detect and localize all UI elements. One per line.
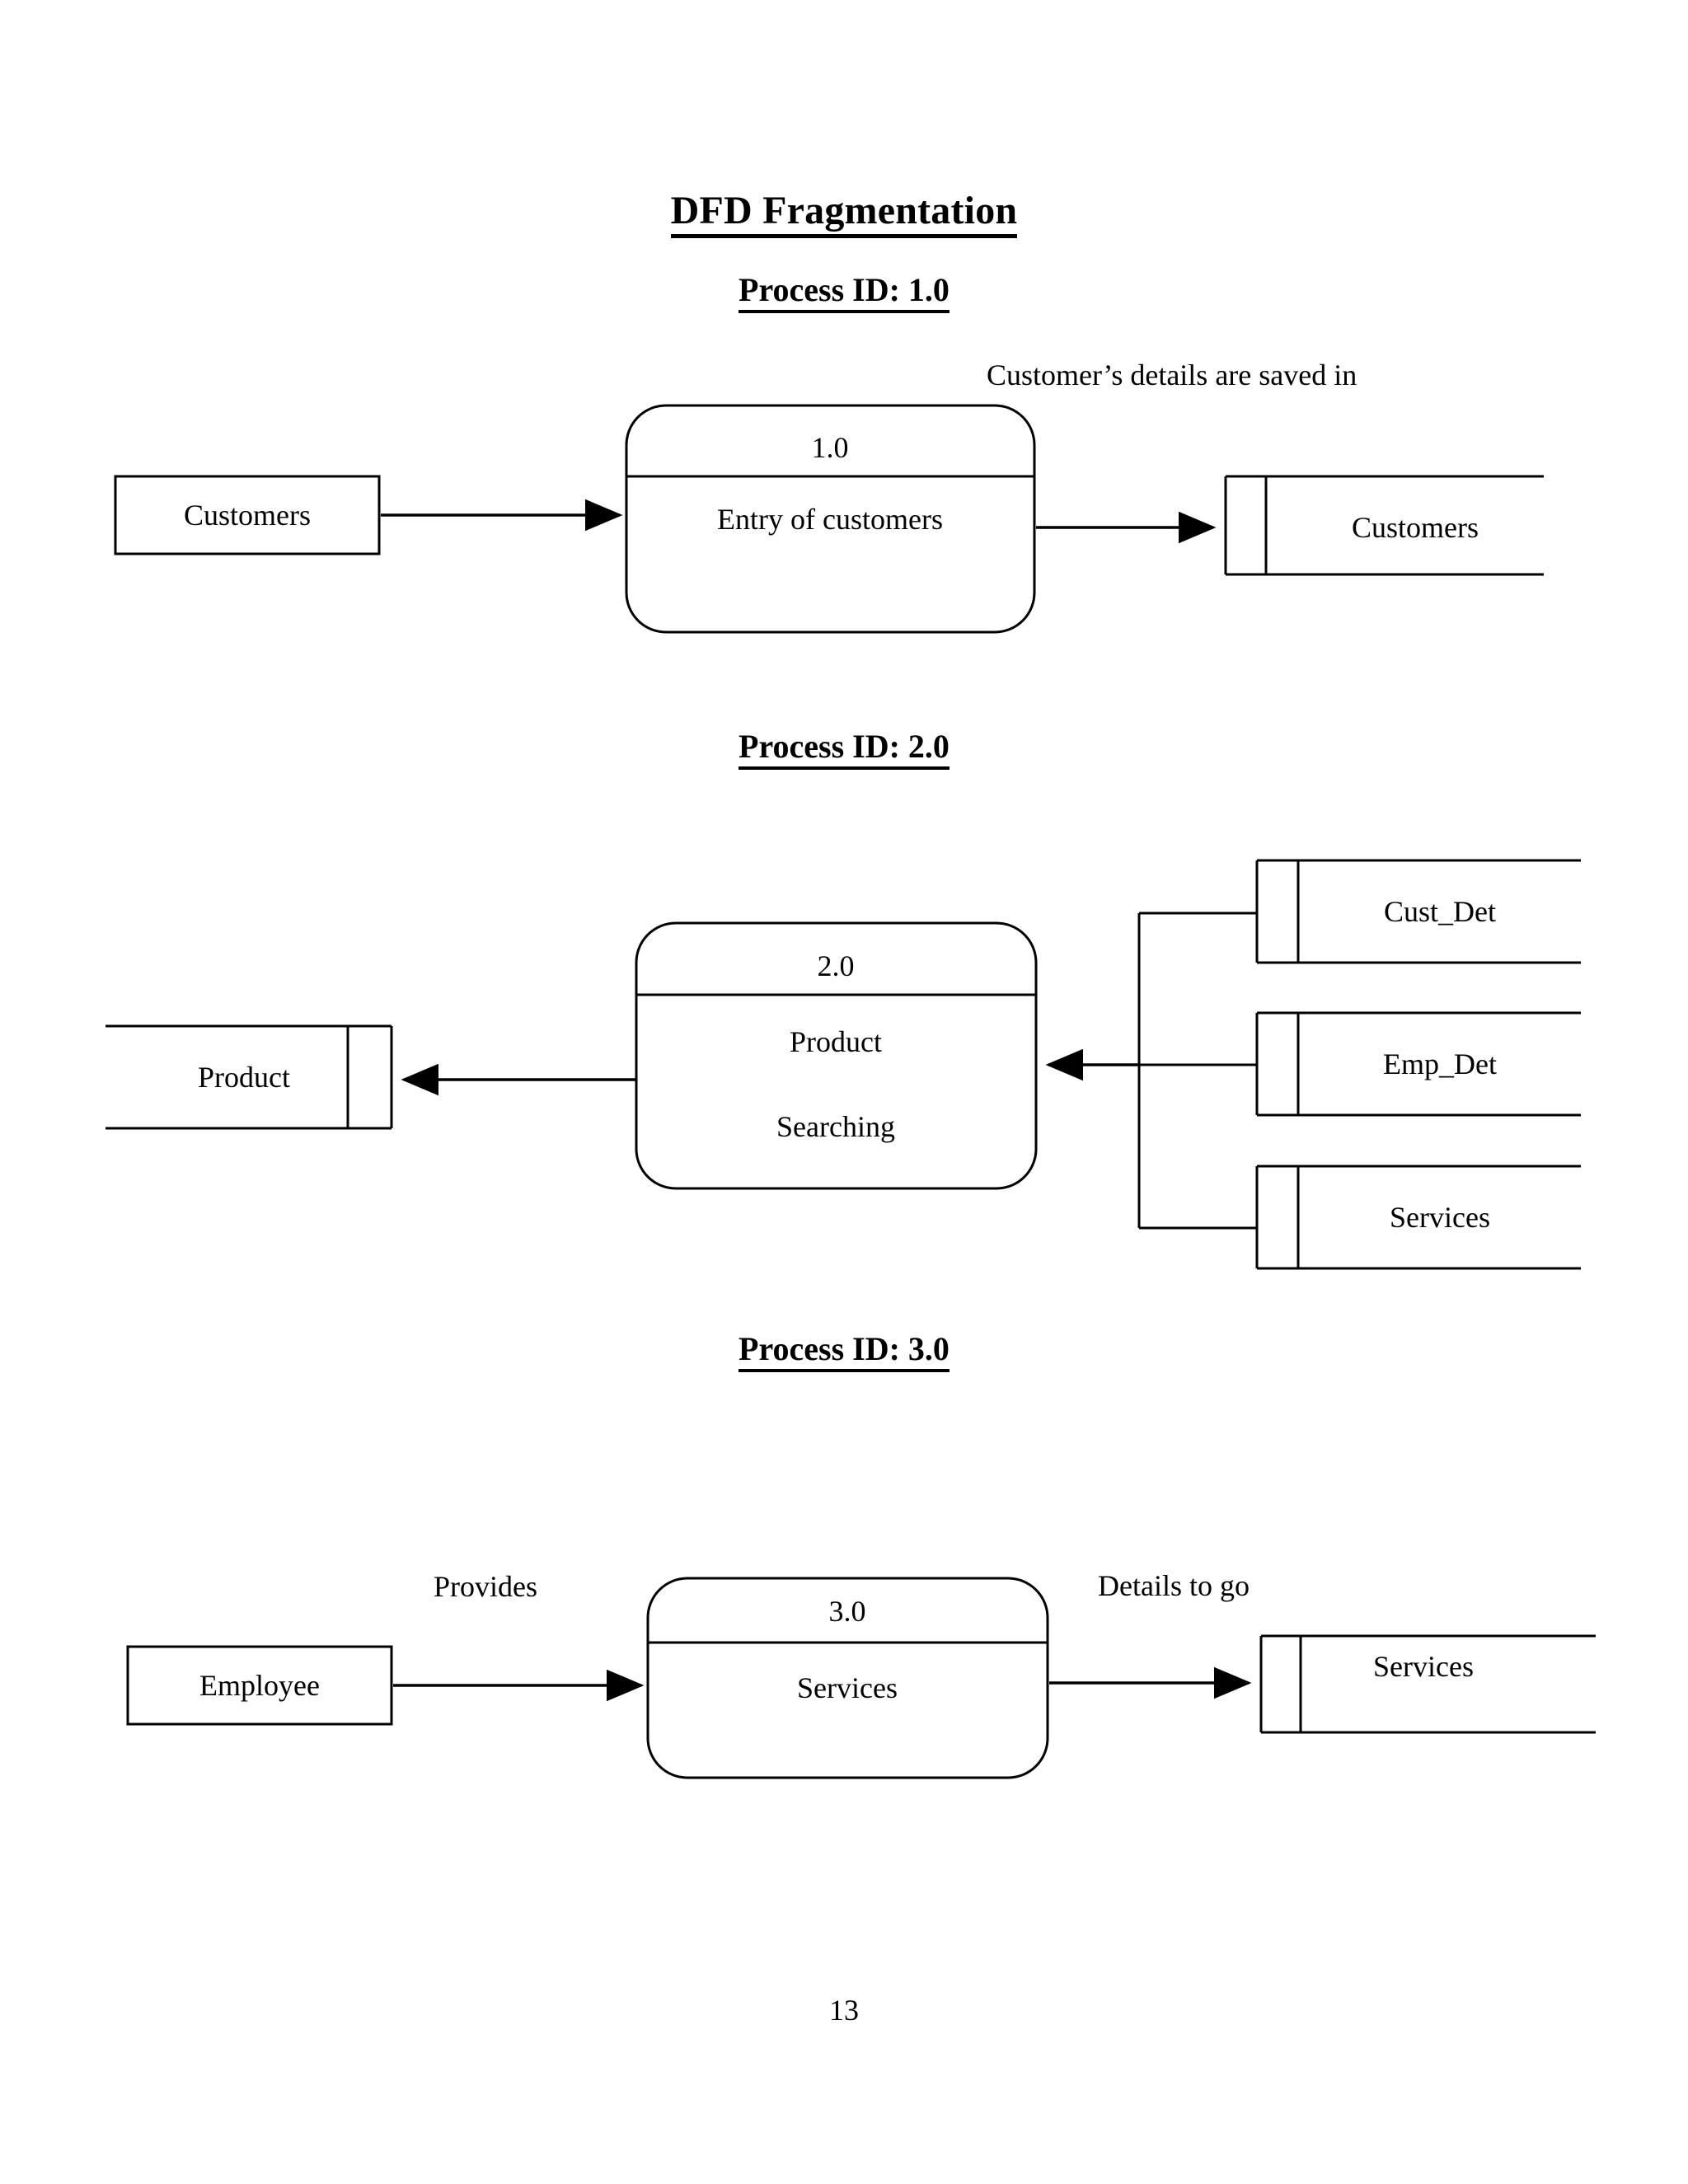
datastore-services-3-label: Services [1373, 1650, 1474, 1683]
flow-label-provides: Provides [434, 1570, 537, 1603]
section-heading-process-3-text: Process ID: 3.0 [738, 1330, 950, 1372]
datastore-services-2-label: Services [1390, 1201, 1490, 1234]
datastore-product-label: Product [198, 1061, 290, 1094]
process-2-id: 2.0 [818, 949, 855, 982]
process-box-3: 3.0 Services [646, 1577, 1049, 1779]
datastore-emp-det: Emp_Det [1255, 1011, 1581, 1117]
datastore-services-3: Services [1259, 1634, 1596, 1734]
section-heading-process-1-text: Process ID: 1.0 [738, 271, 950, 313]
datastore-emp-det-label: Emp_Det [1383, 1047, 1497, 1080]
process-1-id: 1.0 [812, 431, 849, 464]
datastore-services-2: Services [1255, 1165, 1581, 1270]
flow-bus-stores-to-process-2 [1045, 912, 1257, 1230]
process-2-name-line-1: Product [790, 1025, 882, 1058]
process-3-name: Services [797, 1671, 898, 1704]
page-title-text: DFD Fragmentation [670, 189, 1018, 238]
flow-label-customer-details-saved: Customer’s details are saved in [987, 359, 1357, 391]
page-number-text: 13 [829, 1994, 859, 2027]
section-heading-process-2: Process ID: 2.0 [0, 727, 1688, 770]
datastore-customers: Customers [1224, 475, 1544, 576]
datastore-cust-det-label: Cust_Det [1384, 895, 1496, 928]
process-box-1: 1.0 Entry of customers [625, 404, 1036, 634]
datastore-product: Product [106, 1024, 393, 1130]
entity-customers-1: Customers [114, 475, 381, 555]
entity-employee: Employee [126, 1645, 393, 1726]
section-heading-process-2-text: Process ID: 2.0 [738, 728, 950, 770]
datastore-cust-det: Cust_Det [1255, 859, 1581, 964]
page-title: DFD Fragmentation [0, 188, 1688, 238]
process-2-name-line-2: Searching [776, 1110, 895, 1143]
entity-customers-1-label: Customers [184, 499, 311, 532]
flow-label-details-to-go: Details to go [1098, 1569, 1250, 1602]
process-box-2: 2.0 Product Searching [635, 921, 1038, 1190]
section-heading-process-3: Process ID: 3.0 [0, 1329, 1688, 1372]
process-1-name: Entry of customers [717, 503, 943, 536]
page-number: 13 [0, 1993, 1688, 2027]
entity-employee-label: Employee [199, 1669, 320, 1702]
section-heading-process-1: Process ID: 1.0 [0, 270, 1688, 313]
process-3-id: 3.0 [829, 1595, 866, 1628]
datastore-customers-label: Customers [1352, 511, 1479, 544]
